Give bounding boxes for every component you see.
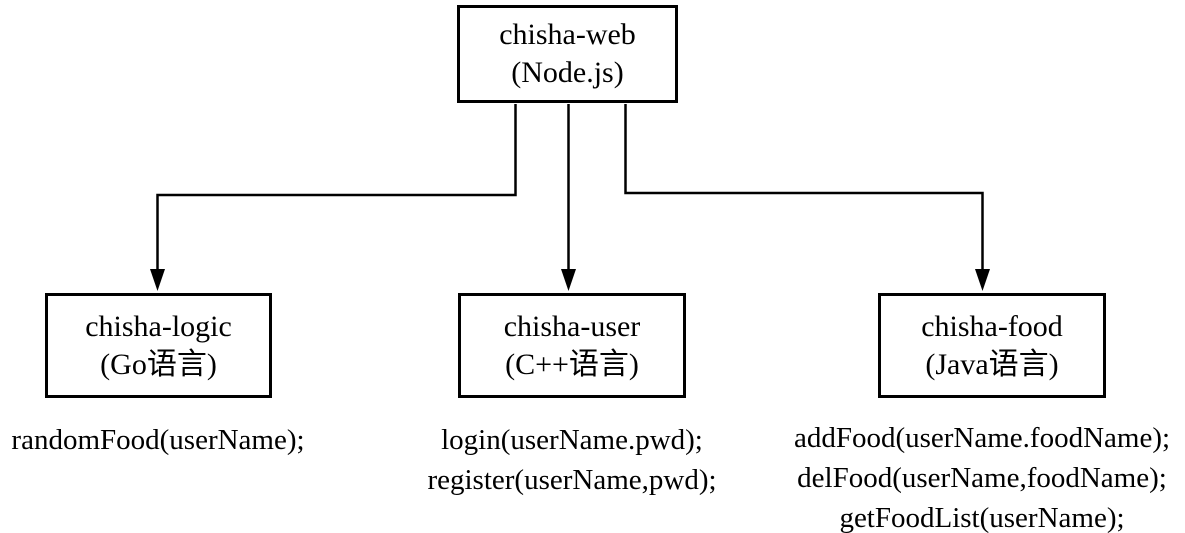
node-subtitle: (C++语言) [505,347,639,381]
node-chisha-user: chisha-user (C++语言) [458,293,686,398]
function-signature: randomFood(userName); [11,424,305,456]
function-signature: register(userName,pwd); [427,464,717,496]
node-subtitle: (Go语言) [100,347,217,381]
function-signature: login(userName.pwd); [441,424,703,456]
arrowhead-user-icon [561,269,576,291]
connector-web-to-food [624,104,984,269]
node-subtitle: (Java语言) [925,347,1059,381]
functions-chisha-food: addFood(userName.foodName); delFood(user… [772,418,1185,533]
functions-chisha-user: login(userName.pwd); register(userName,p… [402,420,742,500]
arrowhead-food-icon [975,269,990,291]
function-signature: delFood(userName,foodName); [797,462,1167,494]
node-chisha-logic: chisha-logic (Go语言) [45,293,272,398]
arrowhead-logic-icon [150,269,165,291]
node-subtitle: (Node.js) [511,56,624,89]
node-title: chisha-web [499,18,636,51]
node-title: chisha-logic [85,309,232,343]
node-chisha-food: chisha-food (Java语言) [878,293,1106,398]
node-title: chisha-food [921,309,1063,343]
connector-web-to-logic [156,104,517,269]
node-chisha-web: chisha-web (Node.js) [457,5,678,103]
node-title: chisha-user [503,309,641,343]
functions-chisha-logic: randomFood(userName); [0,420,328,460]
function-signature: getFoodList(userName); [839,502,1125,533]
function-signature: addFood(userName.foodName); [793,422,1171,454]
